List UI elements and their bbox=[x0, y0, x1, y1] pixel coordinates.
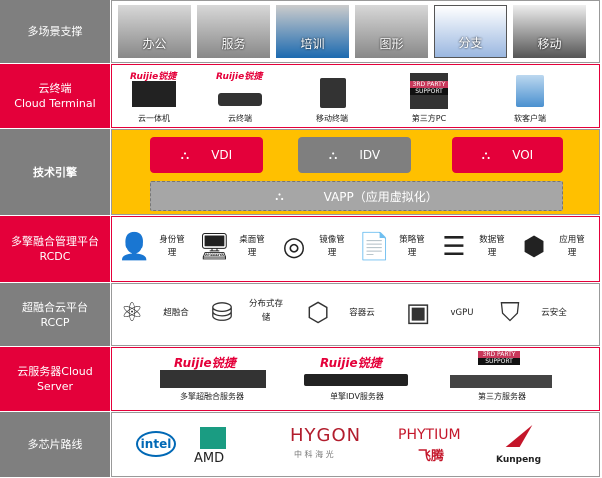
rcdc-item-label: 镜像管理 bbox=[319, 235, 345, 258]
scenes-row: 多场景支撑 办公 服务 培训 图形 分支 移动 bbox=[0, 0, 600, 63]
chips-row: 多芯片路线 intel AMD HYGON 中 科 海 光 PHYTIUM 飞腾… bbox=[0, 412, 600, 477]
thin-client-icon bbox=[218, 93, 262, 106]
monitor-icon: 🖥 bbox=[198, 232, 232, 262]
vdi-block: ⛬VDI bbox=[150, 137, 263, 173]
scenes-label: 多场景支撑 bbox=[0, 0, 110, 63]
ruijie-logo: Ruijie锐捷 bbox=[216, 72, 263, 82]
rcdc-item-label: 数据管理 bbox=[479, 235, 505, 258]
server-icon bbox=[450, 375, 552, 388]
disc-icon: ◎ bbox=[282, 232, 306, 262]
shield-icon: ⛉ bbox=[500, 298, 520, 328]
rccp-item-label: 超融合 bbox=[163, 308, 189, 318]
network-icon: ⛬ bbox=[275, 188, 284, 203]
mobile-devices-icon bbox=[320, 78, 346, 108]
user-icon: 👤 bbox=[118, 232, 151, 262]
phytium-logo: PHYTIUM bbox=[398, 427, 461, 443]
database-icon: ☰ bbox=[442, 232, 466, 262]
amd-icon bbox=[200, 427, 226, 449]
network-icon: ⛬ bbox=[180, 147, 190, 162]
rcdc-item-label: 桌面管理 bbox=[239, 235, 265, 258]
ruijie-logo: Ruijie锐捷 bbox=[130, 72, 177, 82]
engine-row: 技术引擎 ⛬VDI ⛬IDV ⛬VOI ⛬VAPP（应用虚拟化） bbox=[0, 129, 600, 215]
ruijie-logo: Ruijie锐捷 bbox=[174, 356, 236, 370]
rccp-item-label: vGPU bbox=[450, 308, 474, 318]
scene-training: 培训 bbox=[276, 5, 349, 58]
rccp-item-label: 云安全 bbox=[541, 308, 567, 318]
container-cubes-icon: ⬡ bbox=[306, 298, 330, 328]
policy-document-icon: 📄 bbox=[358, 232, 391, 262]
rcdc-item-label: 身份管理 bbox=[159, 235, 185, 258]
monitor-icon bbox=[132, 81, 176, 107]
vapp-block: ⛬VAPP（应用虚拟化） bbox=[150, 181, 563, 211]
rcdc-item-label: 应用管理 bbox=[559, 235, 585, 258]
third-party-logo: 3RD PARTY SUPPORT bbox=[478, 351, 520, 365]
network-icon: ⛬ bbox=[328, 147, 338, 162]
cubes-icon: ⬢ bbox=[522, 232, 546, 262]
hygon-logo: HYGON bbox=[290, 425, 362, 446]
rccp-item-label: 容器云 bbox=[349, 308, 375, 318]
server-icon bbox=[160, 370, 266, 388]
idv-block: ⛬IDV bbox=[298, 137, 411, 173]
kunpeng-icon bbox=[505, 425, 533, 447]
scene-mobile: 移动 bbox=[513, 5, 586, 58]
ruijie-logo: Ruijie锐捷 bbox=[320, 356, 382, 370]
rcdc-item-label: 策略管理 bbox=[399, 235, 425, 258]
software-client-icon bbox=[516, 75, 544, 107]
third-party-pc-icon: 3RD PARTY SUPPORT bbox=[410, 73, 448, 109]
scene-graphics: 图形 bbox=[355, 5, 428, 58]
rccp-item-label: 分布式存储 bbox=[248, 299, 283, 323]
server-icon bbox=[304, 374, 408, 386]
atom-icon: ⚛ bbox=[120, 298, 144, 328]
amd-logo: AMD bbox=[194, 451, 225, 466]
kunpeng-logo: Kunpeng bbox=[496, 455, 542, 465]
scene-branch: 分支 bbox=[434, 5, 507, 58]
storage-cluster-icon: ⛁ bbox=[211, 298, 233, 328]
network-icon: ⛬ bbox=[481, 147, 491, 162]
scene-service: 服务 bbox=[197, 5, 270, 58]
scene-office: 办公 bbox=[118, 5, 191, 58]
gpu-chip-icon: ▣ bbox=[405, 298, 431, 328]
voi-block: ⛬VOI bbox=[452, 137, 563, 173]
intel-logo: intel bbox=[136, 431, 176, 457]
